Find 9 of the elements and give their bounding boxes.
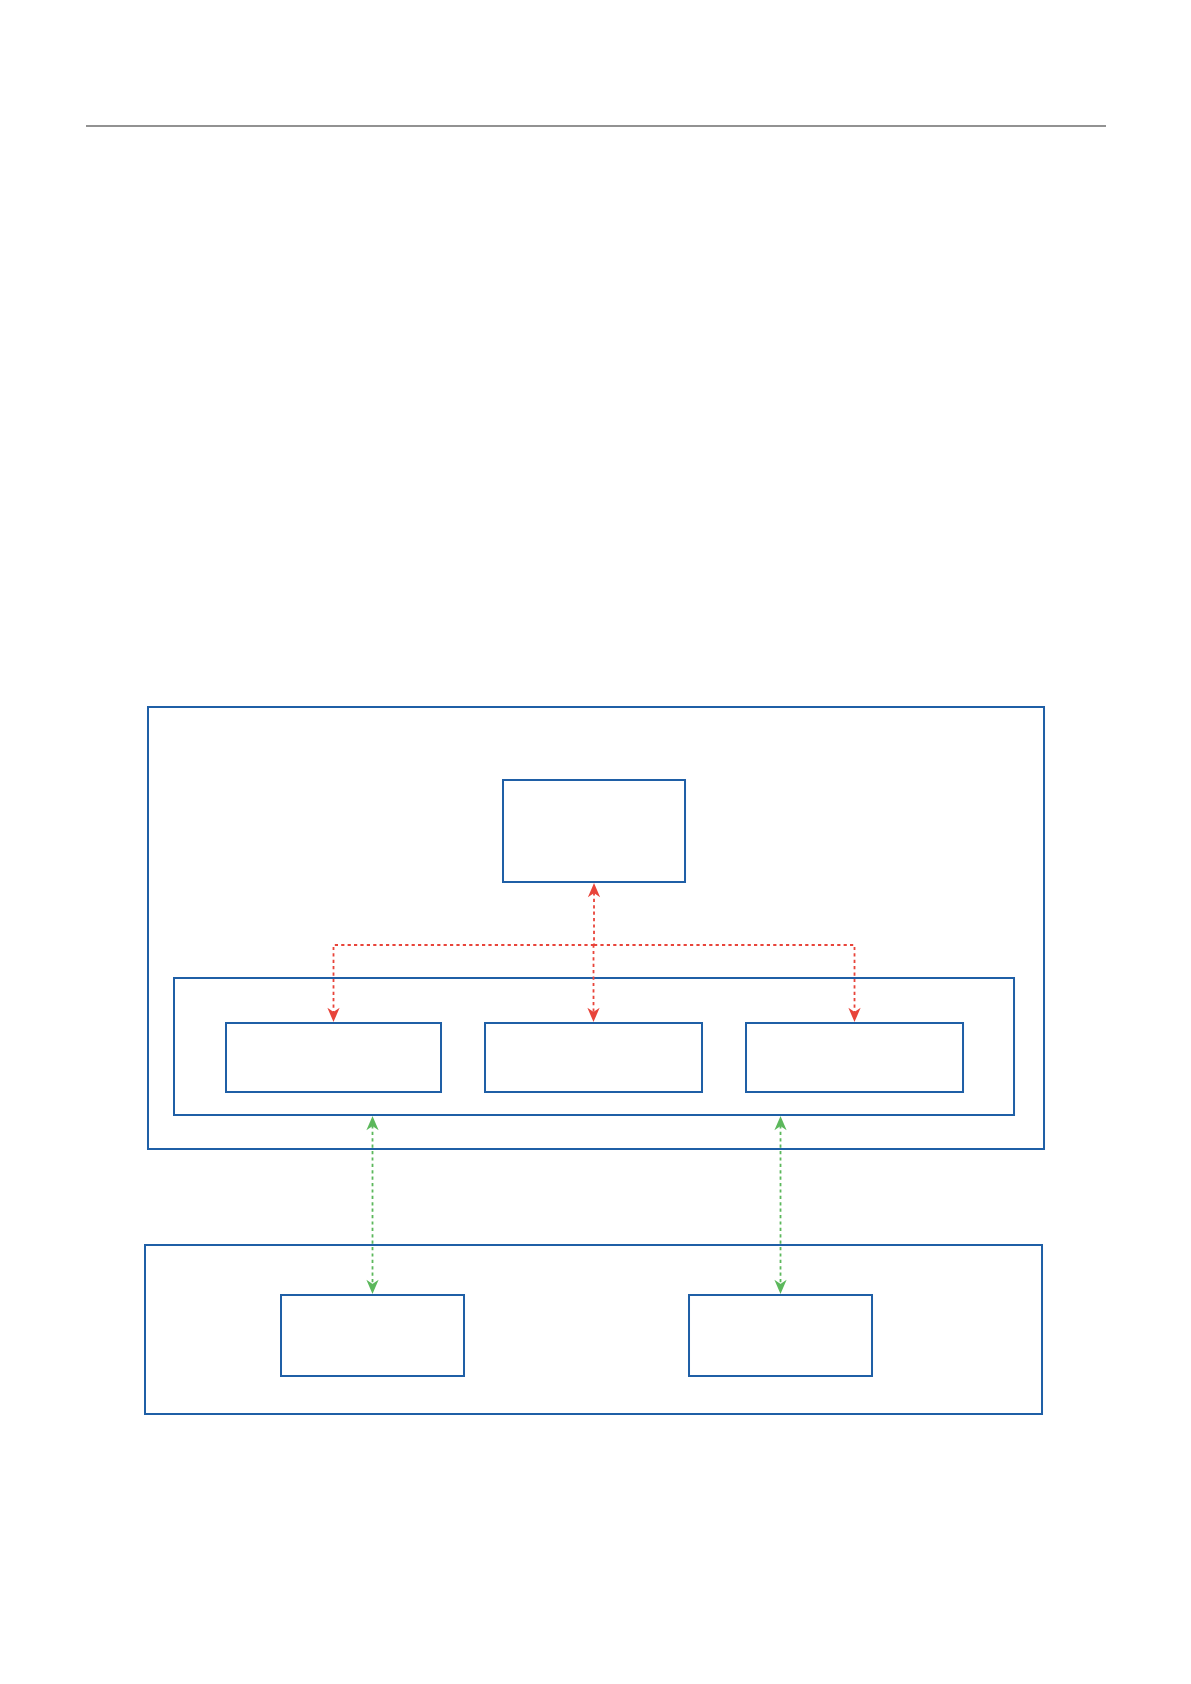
process-box	[745, 1022, 964, 1093]
container-box	[144, 1244, 1043, 1415]
process-box	[484, 1022, 703, 1093]
container-box	[147, 706, 1045, 1150]
process-box	[280, 1294, 465, 1377]
container-box	[173, 977, 1015, 1116]
process-box	[688, 1294, 873, 1377]
process-box	[225, 1022, 442, 1093]
process-box	[502, 779, 686, 883]
